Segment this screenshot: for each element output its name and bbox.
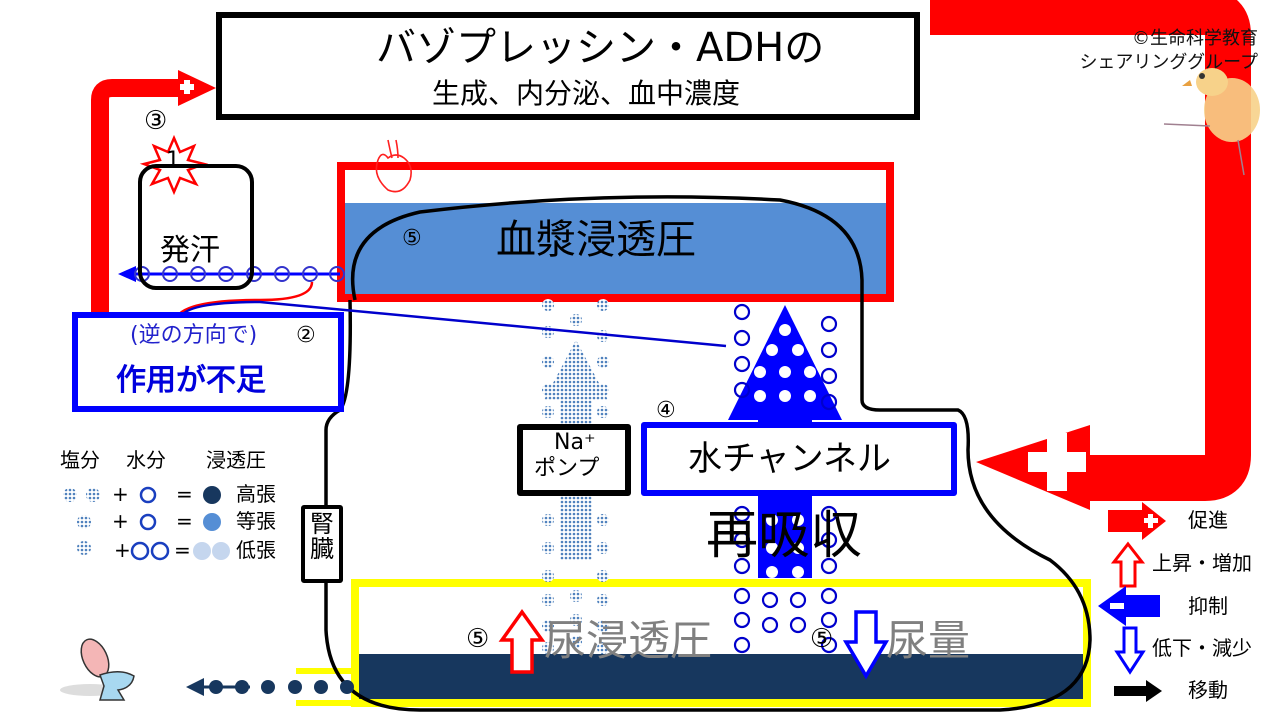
decrease-arrow-icon <box>1114 626 1146 675</box>
step-3-marker: ③ <box>144 106 168 136</box>
toilet-icon <box>60 638 135 701</box>
credit-line2: シェアリンググループ <box>1079 52 1258 73</box>
legend-promote-label: 促進 <box>1188 508 1228 532</box>
water-channel-box <box>641 422 957 496</box>
legend-decrease-label: 低下・減少 <box>1152 636 1252 660</box>
sweating-box <box>138 164 254 290</box>
urine-osm-up-arrow-icon <box>498 608 546 674</box>
legend-move-label: 移動 <box>1188 678 1228 702</box>
plasma-fill <box>345 203 886 294</box>
insufficient-action-box <box>72 312 344 412</box>
water-dots-outside <box>733 303 838 654</box>
urine-vol-step-marker: ⑤ <box>810 624 834 654</box>
red-connector <box>174 281 314 321</box>
legend-eq: = <box>174 538 191 562</box>
step-4-marker: ④ <box>656 398 676 423</box>
legend-hypertonic: 高張 <box>236 482 276 506</box>
legend-hypotonic: 低張 <box>236 538 276 562</box>
legend-header-water: 水分 <box>126 448 166 472</box>
legend-eq: = <box>176 509 193 533</box>
sweating-label: 発汗 <box>160 233 220 268</box>
legend-inhibit-label: 抑制 <box>1188 594 1228 618</box>
urine-osm-step-marker: ⑤ <box>466 624 490 654</box>
step-2-marker: ② <box>296 323 316 348</box>
promote-sweat-path <box>91 79 180 312</box>
reabsorption-label: 再吸収 <box>706 506 863 566</box>
water-channel-label: 水チャンネル <box>688 439 891 479</box>
insufficient-action-label: 作用が不足 <box>116 363 266 398</box>
credit-line1: ©生命科学教育 <box>1132 28 1258 49</box>
urine-volume-label: 尿量 <box>886 616 971 665</box>
na-pump-line2: ポンプ <box>534 456 600 481</box>
adh-title-box <box>216 12 920 120</box>
urine-fill <box>359 654 1083 699</box>
title-line2: 生成、内分泌、血中濃度 <box>432 77 741 110</box>
water-dots-inside <box>754 324 816 578</box>
inhibit-arrow-icon <box>1098 586 1160 626</box>
plasma-step-marker: ⑤ <box>402 226 422 251</box>
increase-arrow-icon <box>1110 541 1146 588</box>
urine-outflow-dots <box>209 680 354 694</box>
promote-feedback-path <box>930 0 1251 501</box>
legend-eq: = <box>176 482 193 506</box>
legend-plus: + <box>112 482 129 506</box>
na-pump-box <box>517 424 631 496</box>
na-pump-line1: Na⁺ <box>554 430 596 455</box>
legend-header-salt: 塩分 <box>60 448 100 472</box>
urine-vol-down-arrow-icon <box>842 610 890 680</box>
kidney-outline <box>324 195 1092 712</box>
step-1-marker: 1 <box>166 148 180 173</box>
promote-arrow-head-left <box>178 70 216 106</box>
legend-plus: + <box>114 538 131 562</box>
reverse-direction-note: (逆の方向で) <box>130 323 258 348</box>
legend-increase-label: 上昇・増加 <box>1152 551 1252 575</box>
move-arrow-icon <box>1114 680 1162 702</box>
chick-illustration <box>1163 68 1260 176</box>
heart-icon <box>375 139 412 193</box>
osmo-legend-glyphs <box>63 486 230 561</box>
plasma-osmolality-label: 血漿浸透圧 <box>496 217 696 263</box>
title-line1: バゾプレッシン・ADHの <box>376 25 825 71</box>
legend-plus: + <box>112 509 129 533</box>
plus-icon-v <box>1047 433 1067 491</box>
legend-header-osmolality: 浸透圧 <box>206 448 266 472</box>
urine-osmolality-label: 尿浸透圧 <box>544 616 713 665</box>
promote-arrow-icon <box>1108 502 1166 540</box>
kidney-box <box>301 505 343 583</box>
kidney-label: 腎臓 <box>310 510 334 564</box>
legend-isotonic: 等張 <box>236 509 276 533</box>
